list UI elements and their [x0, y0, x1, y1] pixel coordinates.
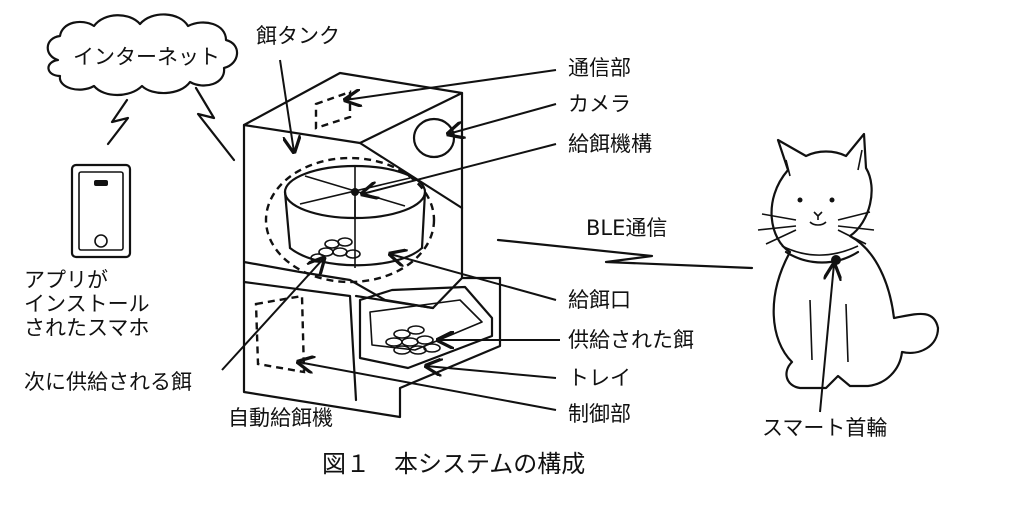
arrow-tank: [279, 59, 294, 152]
arrow-outlet: [390, 254, 557, 301]
figure-caption: 図１ 本システムの構成: [322, 450, 586, 478]
label-mechanism: 給餌機構: [568, 132, 652, 156]
label-outlet: 給餌口: [568, 288, 631, 312]
arrow-collar: [819, 264, 834, 413]
label-control: 制御部: [568, 402, 631, 426]
phone-line-3: されたスマホ: [24, 316, 150, 341]
arrow-mechanism: [362, 143, 557, 194]
phone-line-2: インストール: [24, 292, 150, 317]
label-collar: スマート首輪: [762, 416, 888, 440]
label-next-food: 次に供給される餌: [24, 370, 192, 394]
collar-tag: [831, 255, 841, 265]
smartphone-icon: [70, 163, 132, 259]
label-internet: インターネット: [73, 45, 220, 69]
label-ble: BLE通信: [586, 216, 668, 240]
cat-illustration: [757, 132, 940, 390]
wireless-link-phone: [106, 98, 130, 146]
arrow-tray: [426, 366, 557, 379]
label-feeder: 自動給餌機: [228, 406, 333, 430]
arrow-camera: [448, 103, 557, 134]
label-comm: 通信部: [568, 56, 631, 80]
arrow-comm: [345, 69, 557, 100]
phone-line-1: アプリが: [24, 268, 108, 292]
label-smartphone: アプリが インストール されたスマホ: [24, 268, 214, 340]
label-supplied: 供給された餌: [568, 328, 694, 352]
arrow-control: [298, 362, 557, 411]
mechanism-ring: [264, 156, 436, 284]
smart-collar: [784, 250, 860, 264]
camera-icon: [412, 117, 456, 159]
label-tank: 餌タンク: [256, 24, 340, 48]
wireless-link-feeder: [194, 86, 236, 162]
label-tray: トレイ: [568, 366, 631, 390]
feeder-machine: [242, 71, 502, 419]
comm-module: [314, 90, 352, 130]
arrow-next-food: [221, 258, 324, 371]
cloud-icon: [46, 13, 239, 97]
label-camera: カメラ: [568, 92, 631, 116]
ble-link: [496, 238, 754, 270]
